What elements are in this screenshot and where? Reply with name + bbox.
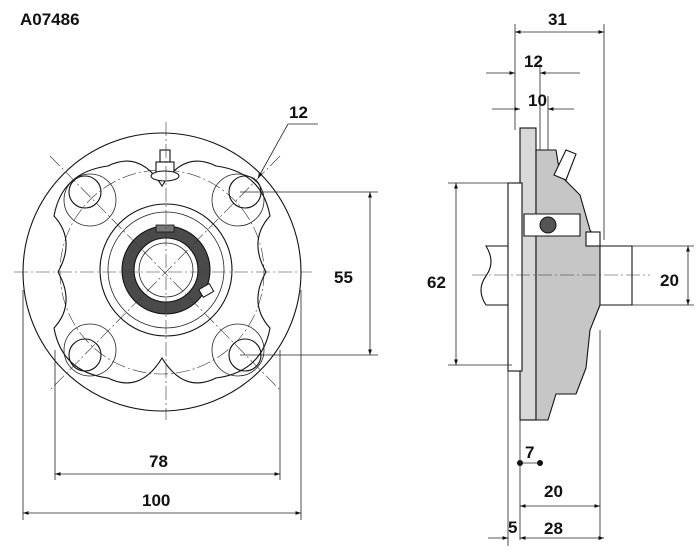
grease-nipple-front	[150, 149, 180, 182]
dim-20-bottom: 20	[544, 482, 563, 501]
side-view	[472, 127, 650, 421]
grease-nipple-side	[553, 149, 577, 181]
bolt-hole-bottom-left	[68, 338, 102, 372]
dim-62: 62	[427, 273, 446, 292]
dim-55: 55	[334, 268, 353, 287]
dim-10: 10	[528, 91, 547, 110]
dim-31: 31	[548, 10, 567, 29]
dim-bore-20: 20	[660, 271, 679, 290]
bore	[133, 237, 199, 303]
ball-top	[539, 216, 557, 234]
lobe-top-right	[211, 173, 265, 227]
lobe-top-left	[63, 173, 117, 227]
set-screw	[198, 282, 215, 299]
dim-100: 100	[142, 491, 170, 510]
diagonal-centerline-2	[49, 155, 281, 391]
ring-slot	[155, 224, 175, 233]
dim-78: 78	[149, 452, 168, 471]
bolt-hole-top-left	[68, 175, 102, 209]
lobe-bottom-right	[211, 323, 265, 377]
side-dimensions	[448, 24, 694, 546]
front-dimensions	[22, 123, 378, 520]
bearing-housing-ring	[99, 203, 233, 337]
housing-body-side	[535, 149, 601, 421]
part-code: A07486	[20, 10, 80, 29]
front-view	[14, 122, 312, 420]
lobe-bottom-left	[63, 323, 117, 377]
hub-side	[507, 182, 523, 372]
dim-28: 28	[544, 519, 563, 538]
dim-12-side: 12	[524, 52, 543, 71]
set-screw-side	[585, 231, 601, 247]
dim-7: 7	[525, 443, 534, 462]
dim-5: 5	[508, 518, 517, 537]
dim-bolt-hole: 12	[289, 103, 308, 122]
